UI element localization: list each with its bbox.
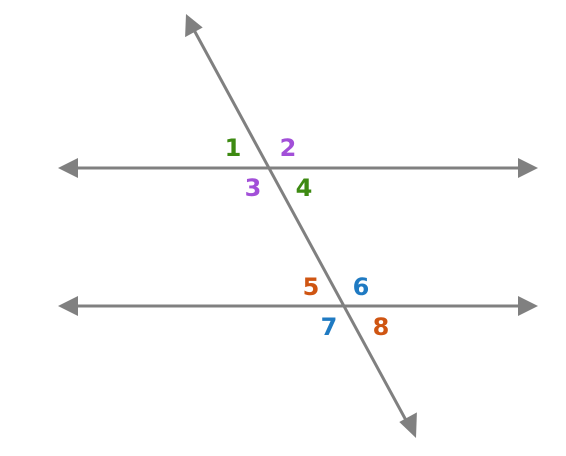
- angle-label-2: 2: [280, 134, 297, 162]
- angle-label-8: 8: [373, 313, 390, 341]
- upper-line-right-arrowhead: [518, 158, 538, 178]
- angle-label-7: 7: [321, 313, 338, 341]
- angle-label-6: 6: [353, 273, 370, 301]
- transversal-bottom-arrowhead: [399, 412, 417, 438]
- upper-line-left-arrowhead: [58, 158, 78, 178]
- angle-label-3: 3: [245, 174, 262, 202]
- transversal-line: [185, 14, 417, 438]
- angle-label-5: 5: [303, 273, 320, 301]
- lower-parallel-line: [58, 296, 538, 316]
- lower-line-right-arrowhead: [518, 296, 538, 316]
- upper-parallel-line: [58, 158, 538, 178]
- angle-label-4: 4: [296, 174, 313, 202]
- angle-label-1: 1: [225, 134, 242, 162]
- lower-line-left-arrowhead: [58, 296, 78, 316]
- transversal-top-arrowhead: [185, 14, 203, 38]
